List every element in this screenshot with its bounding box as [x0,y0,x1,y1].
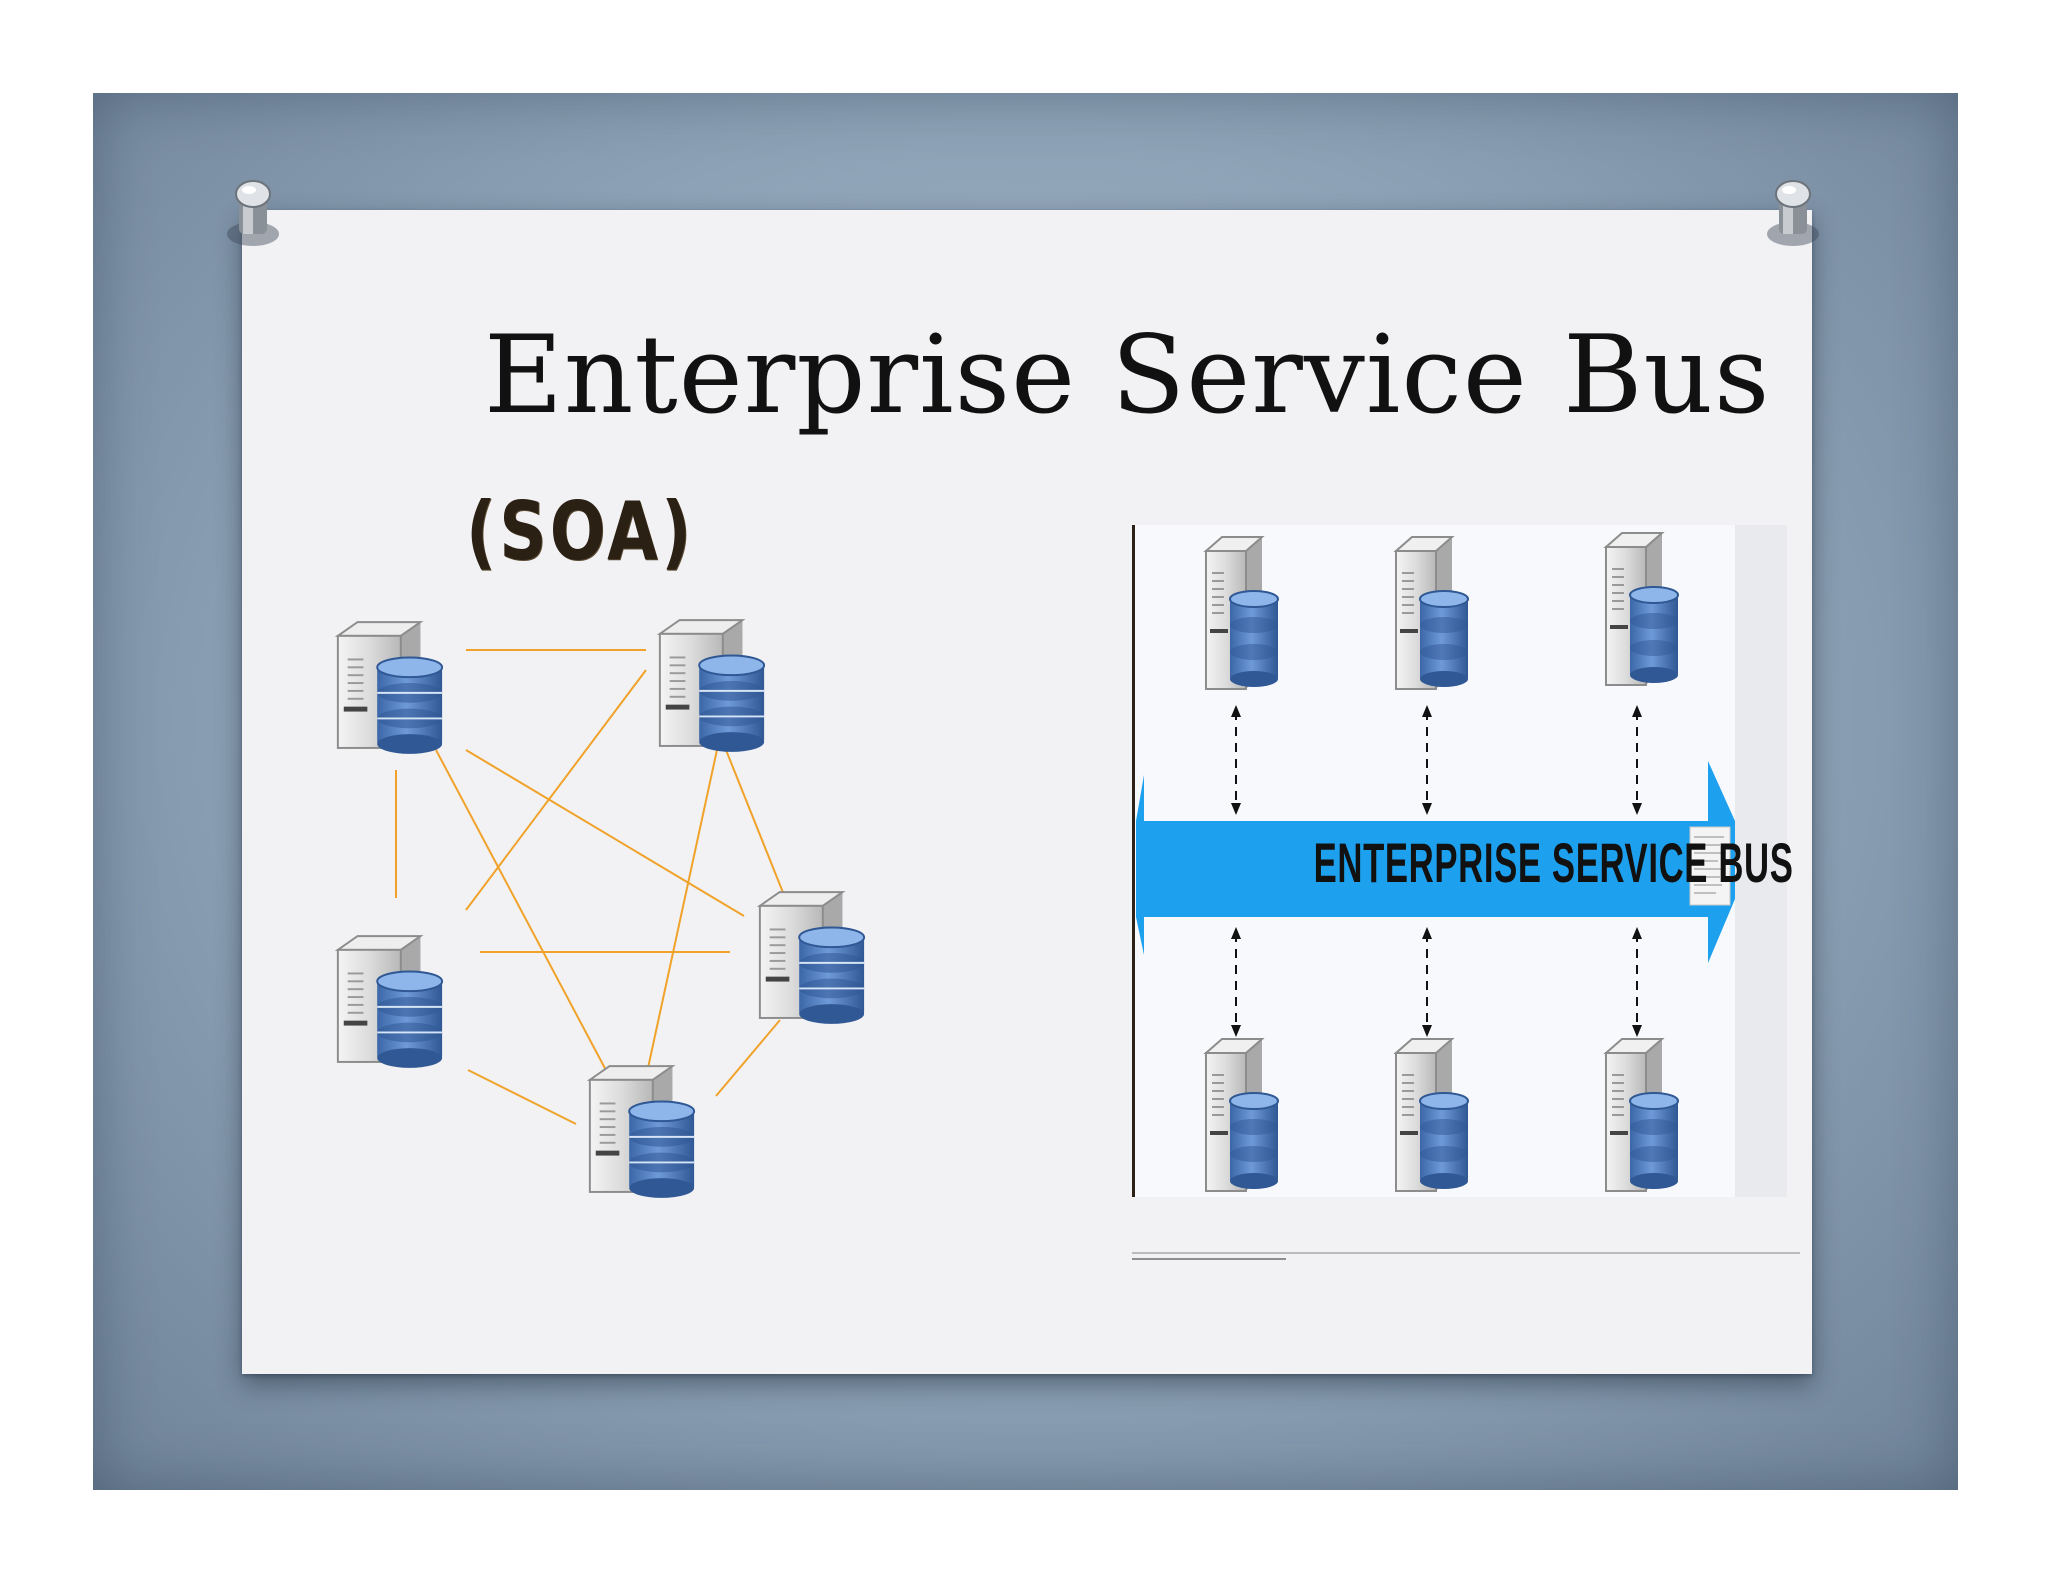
soa-label: (SOA) [466,485,695,578]
push-pin-icon [227,180,279,246]
connector-line [467,1069,577,1125]
service-bus-arrow [1136,761,1735,963]
esb-note-card [1689,826,1731,906]
connector-line [465,749,745,917]
server-database-icon [336,935,444,1069]
server-database-icon [1605,1038,1679,1192]
push-pin-icon [1767,180,1819,246]
server-database-icon [758,891,866,1025]
connector-line [715,1019,781,1097]
esb-side-strip [1735,525,1787,1197]
connector-line [435,749,609,1075]
divider-line [1132,1258,1286,1260]
server-database-icon [1205,536,1279,690]
connector-line [465,669,647,911]
connector-line [647,735,721,1069]
server-database-icon [1205,1038,1279,1192]
server-database-icon [588,1065,696,1199]
server-database-icon [1395,536,1469,690]
connector-line [721,739,787,901]
server-database-icon [336,621,444,755]
server-database-icon [1395,1038,1469,1192]
esb-bar-label: ENTERPRISE SERVICE BUS [1313,831,1794,894]
slide-title: Enterprise Service Bus [484,313,1771,438]
server-database-icon [1605,532,1679,686]
esb-diagram: ENTERPRISE SERVICE BUS [1132,525,1812,1260]
server-database-icon [658,619,766,753]
divider-line [1132,1252,1800,1254]
soa-mesh-diagram [336,619,866,1199]
esb-diagram-graphics [1136,532,1735,1192]
